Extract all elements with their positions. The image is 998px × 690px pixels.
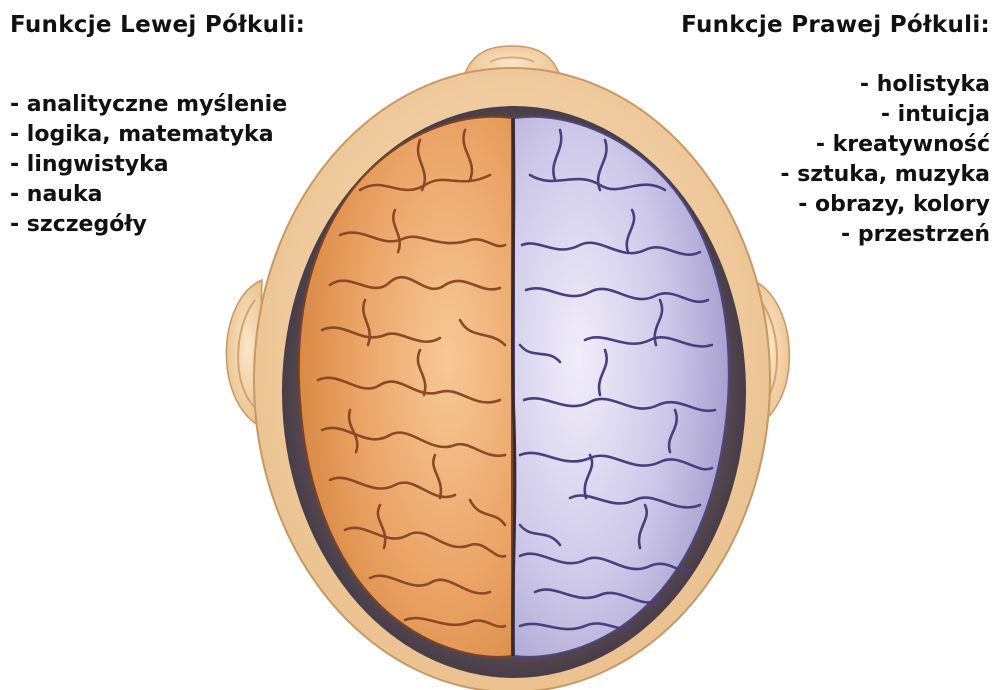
list-item: - kreatywność xyxy=(780,130,990,160)
list-item: - intuicja xyxy=(780,100,990,130)
right-hemisphere-title: Funkcje Prawej Półkuli: xyxy=(681,12,990,38)
list-item: - szczegóły xyxy=(10,210,287,240)
right-hemisphere-functions: - holistyka - intuicja - kreatywność - s… xyxy=(780,70,990,250)
list-item: - lingwistyka xyxy=(10,150,287,180)
list-item: - sztuka, muzyka xyxy=(780,160,990,190)
central-fissure xyxy=(513,118,515,656)
list-item: - analityczne myślenie xyxy=(10,90,287,120)
left-hemisphere-title: Funkcje Lewej Półkuli: xyxy=(10,12,305,38)
list-item: - przestrzeń xyxy=(780,220,990,250)
list-item: - nauka xyxy=(10,180,287,210)
list-item: - logika, matematyka xyxy=(10,120,287,150)
left-hemisphere-functions: - analityczne myślenie - logika, matemat… xyxy=(10,90,287,240)
list-item: - obrazy, kolory xyxy=(780,190,990,220)
list-item: - holistyka xyxy=(780,70,990,100)
